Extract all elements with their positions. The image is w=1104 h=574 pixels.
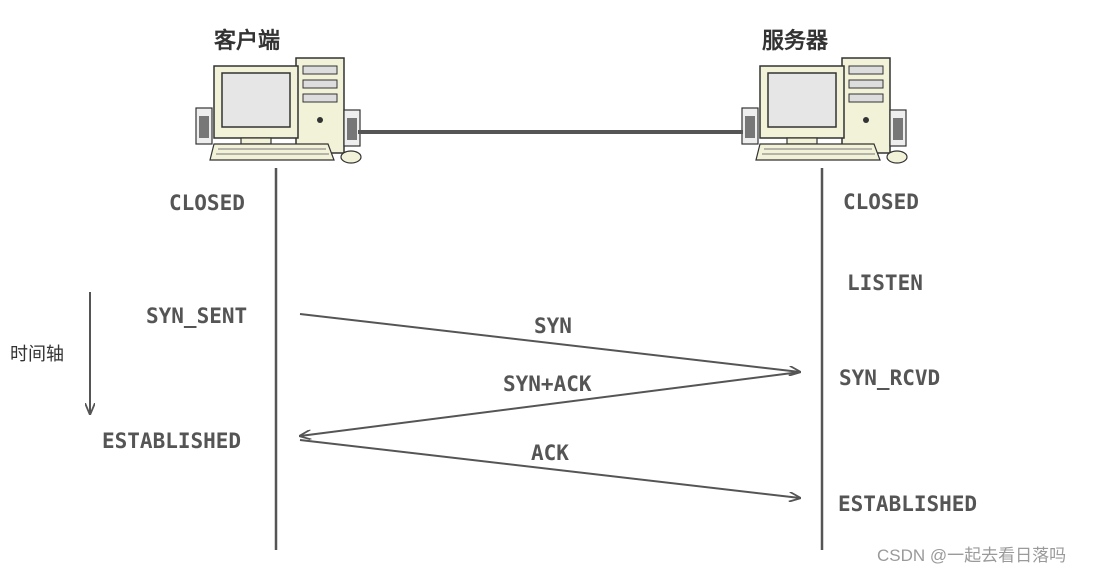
client-title: 客户端 (214, 28, 280, 54)
server-state-syn-rcvd: SYN_RCVD (839, 366, 940, 390)
time-axis-label: 时间轴 (10, 344, 64, 365)
syn-label: SYN (534, 314, 572, 338)
server-state-listen: LISTEN (847, 271, 923, 295)
ack-label: ACK (531, 441, 569, 465)
server-title: 服务器 (762, 28, 829, 54)
syn-ack-arrow (300, 371, 801, 436)
watermark: CSDN @一起去看日落吗 (877, 546, 1066, 565)
ack-arrow (299, 439, 800, 498)
server-state-closed: CLOSED (843, 190, 919, 214)
client-state-established: ESTABLISHED (102, 429, 241, 453)
server-computer-icon (741, 57, 908, 164)
client-state-closed: CLOSED (169, 191, 245, 215)
server-state-established: ESTABLISHED (838, 492, 977, 516)
client-computer-icon (195, 57, 362, 164)
syn-arrow (299, 313, 800, 372)
client-state-syn-sent: SYN_SENT (146, 304, 247, 328)
syn-ack-label: SYN+ACK (503, 372, 592, 396)
